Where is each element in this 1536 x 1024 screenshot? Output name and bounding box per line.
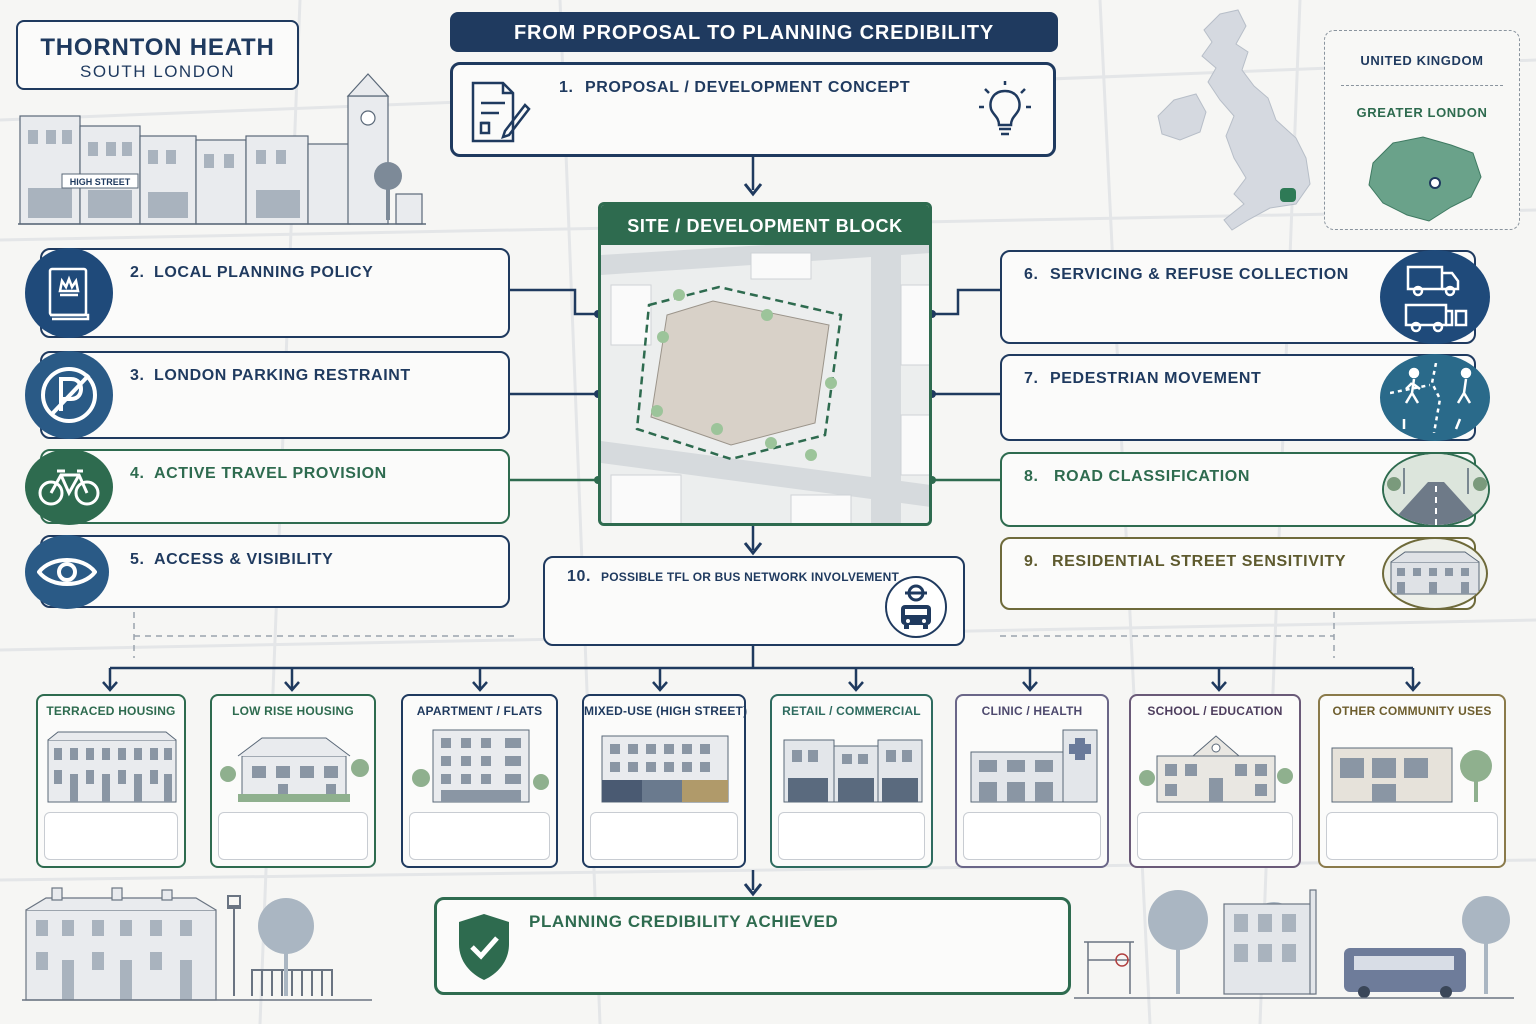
eye-icon <box>25 535 109 609</box>
factor-number: 6. <box>1024 266 1039 283</box>
use-card-retail-commercial: RETAIL / COMMERCIAL <box>770 694 933 868</box>
terraced-housing-illustration <box>47 731 177 803</box>
site-header: SITE / DEVELOPMENT BLOCK <box>601 205 929 245</box>
location-subtitle: SOUTH LONDON <box>80 62 235 81</box>
use-card-title: RETAIL / COMMERCIAL <box>782 704 921 718</box>
clinic-illustration <box>970 729 1098 803</box>
factor-local-planning-policy: 2. LOCAL PLANNING POLICY <box>40 248 510 338</box>
use-card-note <box>1137 812 1293 860</box>
use-card-title: TERRACED HOUSING <box>46 704 176 718</box>
transport-number: 10. <box>567 568 592 585</box>
factor-access-visibility: 5. ACCESS & VISIBILITY <box>40 535 510 608</box>
proposal-label: PROPOSAL / DEVELOPMENT CONCEPT <box>585 79 911 96</box>
factor-number: 9. <box>1024 553 1039 570</box>
location-title-box: THORNTON HEATH SOUTH LONDON <box>16 20 299 90</box>
transport-box: 10. POSSIBLE TfL OR BUS NETWORK INVOLVEM… <box>543 556 965 646</box>
use-card-terraced-housing: TERRACED HOUSING <box>36 694 186 868</box>
use-card-school-education: SCHOOL / EDUCATION <box>1129 694 1301 868</box>
factor-number: 8. <box>1024 468 1039 485</box>
use-card-note <box>778 812 925 860</box>
factor-number: 2. <box>130 264 145 281</box>
factor-label: LOCAL PLANNING POLICY <box>154 264 374 281</box>
use-card-mixed-use: MIXED-USE (HIGH STREET) <box>582 694 748 868</box>
site-plan <box>601 245 929 523</box>
header-title: FROM PROPOSAL TO PLANNING CREDIBILITY <box>514 22 994 44</box>
factor-number: 7. <box>1024 370 1039 387</box>
bicycle-icon <box>25 449 113 525</box>
outcome-box: PLANNING CREDIBILITY ACHIEVED <box>434 897 1071 995</box>
truck-icon <box>1380 250 1490 344</box>
use-card-title: OTHER COMMUNITY USES <box>1332 704 1492 718</box>
use-card-note <box>218 812 368 860</box>
header-banner: FROM PROPOSAL TO PLANNING CREDIBILITY <box>450 12 1058 52</box>
lightbulb-icon <box>979 81 1031 136</box>
use-card-low-rise-housing: LOW RISE HOUSING <box>210 694 376 868</box>
greater-london-map <box>1368 136 1482 222</box>
factor-label: LONDON PARKING RESTRAINT <box>154 367 411 384</box>
use-card-title: LOW RISE HOUSING <box>232 704 354 718</box>
inset-region: GREATER LONDON <box>1356 105 1488 120</box>
use-card-other-community: OTHER COMMUNITY USES <box>1318 694 1506 868</box>
mixed-use-illustration <box>601 735 729 803</box>
road-icon <box>1382 452 1490 527</box>
factor-active-travel-provision: 4. ACTIVE TRAVEL PROVISION <box>40 449 510 524</box>
terrace-street-sketch <box>22 887 372 1001</box>
community-illustration <box>1331 747 1492 803</box>
uk-map <box>1157 9 1311 231</box>
factor-label: RESIDENTIAL STREET SENSITIVITY <box>1052 553 1347 570</box>
document-pen-icon <box>471 81 531 143</box>
factor-number: 3. <box>130 367 145 384</box>
low-rise-housing-illustration <box>220 737 369 802</box>
use-card-clinic-health: CLINIC / HEALTH <box>955 694 1109 868</box>
factor-number: 5. <box>130 551 145 568</box>
retail-illustration <box>783 739 923 803</box>
use-card-note <box>409 812 550 860</box>
apartment-illustration <box>412 729 549 803</box>
region-inset: UNITED KINGDOM GREATER LONDON <box>1324 30 1520 230</box>
factor-number: 4. <box>130 465 145 482</box>
location-title: THORNTON HEATH <box>40 34 275 61</box>
factor-label: ACCESS & VISIBILITY <box>154 551 334 568</box>
use-card-title: CLINIC / HEALTH <box>981 704 1083 718</box>
factor-label: SERVICING & REFUSE COLLECTION <box>1050 266 1349 283</box>
factor-label: ROAD CLASSIFICATION <box>1054 468 1250 485</box>
use-card-note <box>1326 812 1498 860</box>
factor-label: PEDESTRIAN MOVEMENT <box>1050 370 1262 387</box>
transport-label: POSSIBLE TfL OR BUS NETWORK INVOLVEMENT <box>601 570 900 584</box>
outcome-label: PLANNING CREDIBILITY ACHIEVED <box>529 912 839 931</box>
use-card-title: SCHOOL / EDUCATION <box>1147 704 1283 718</box>
shield-check-icon <box>459 914 509 980</box>
use-card-title: MIXED-USE (HIGH STREET) <box>584 704 748 718</box>
factor-london-parking-restraint: 3. LONDON PARKING RESTRAINT <box>40 351 510 439</box>
use-card-note <box>44 812 178 860</box>
site-label: SITE / DEVELOPMENT BLOCK <box>627 216 903 236</box>
use-card-apartment-flats: APARTMENT / FLATS <box>401 694 558 868</box>
bus-stop-street-sketch <box>1074 889 1514 999</box>
high-street-sketch: HIGH STREET <box>18 73 426 225</box>
use-card-title: APARTMENT / FLATS <box>416 704 543 718</box>
proposal-box: 1. PROPOSAL / DEVELOPMENT CONCEPT <box>450 62 1056 157</box>
inset-country: UNITED KINGDOM <box>1360 53 1484 68</box>
factor-label: ACTIVE TRAVEL PROVISION <box>154 465 387 482</box>
no-parking-icon <box>25 351 113 439</box>
policy-book-icon <box>25 248 113 338</box>
use-card-note <box>963 812 1101 860</box>
proposal-number: 1. <box>559 79 574 96</box>
school-illustration <box>1139 735 1293 803</box>
houses-icon <box>1382 537 1488 610</box>
street-sign: HIGH STREET <box>70 177 131 187</box>
use-card-note <box>590 812 738 860</box>
bus-icon <box>885 576 947 638</box>
pedestrian-icon <box>1380 354 1490 441</box>
site-block: SITE / DEVELOPMENT BLOCK <box>598 202 932 526</box>
